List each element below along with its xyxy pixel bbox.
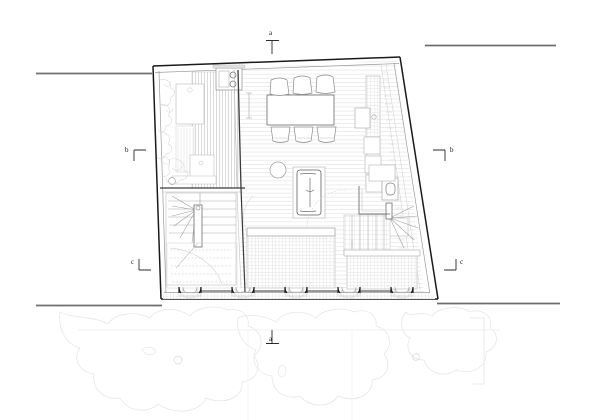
section-label-a-bottom: a <box>269 335 273 343</box>
stove-burner-icon <box>229 80 237 88</box>
section-line-a-bottom <box>266 330 279 344</box>
courtyard-garden <box>156 71 239 189</box>
section-label-a-top: a <box>269 29 273 37</box>
left-staircase <box>165 192 237 286</box>
round-table <box>269 161 287 179</box>
stove-burner-icon <box>229 71 237 79</box>
section-label-b-right: b <box>450 146 454 154</box>
section-line-b-right <box>433 149 446 161</box>
dining-table <box>266 94 335 126</box>
site-vegetation <box>59 306 500 420</box>
section-line-c-right <box>444 259 457 271</box>
dining-chair <box>269 74 336 96</box>
south-facade-bays <box>163 286 435 299</box>
right-staircase <box>343 164 419 254</box>
section-line-a-top <box>266 40 279 54</box>
bottom-rooms <box>166 227 421 290</box>
section-marker-lines <box>133 40 457 344</box>
kitchen <box>212 64 246 91</box>
section-line-c-left <box>138 259 151 271</box>
section-label-c-left: c <box>131 258 135 266</box>
site-ground-lines <box>36 44 560 307</box>
section-label-b-left: b <box>125 146 129 154</box>
dimension-ticks <box>246 92 353 248</box>
dining-chair <box>270 126 337 143</box>
section-line-b-left <box>133 149 146 161</box>
wc-fixture <box>385 182 396 196</box>
dining-area <box>266 74 337 143</box>
sofa <box>296 169 322 216</box>
section-label-c-right: c <box>460 258 464 266</box>
internal-partition-walls <box>160 69 246 293</box>
living-area <box>243 161 346 241</box>
